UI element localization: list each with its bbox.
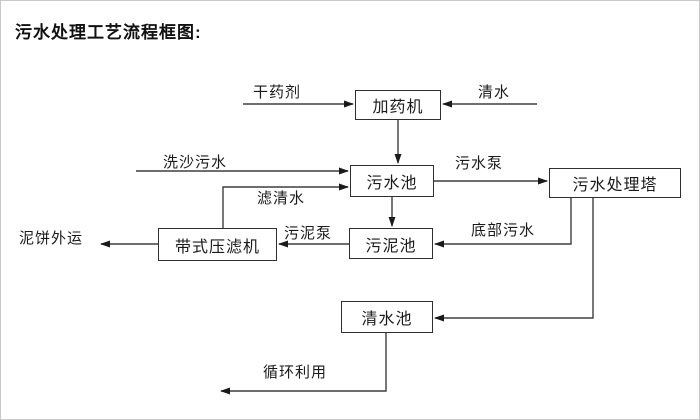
edge-tower-to-clean-water-pool [434, 198, 594, 322]
node-sewage-pool: 污水池 [350, 165, 434, 197]
label-filtered-water: 滤清水 [257, 190, 306, 207]
edge-clean-water-pool-to-recycle [220, 333, 387, 395]
edge-filtered-water-to-sewage-pool [222, 183, 349, 228]
label-sludge-pump: 污泥泵 [284, 225, 333, 242]
label-mud-cake-out: 泥饼外运 [19, 230, 84, 247]
node-dosing-machine: 加药机 [355, 90, 441, 120]
label-clean-water: 清水 [478, 84, 511, 101]
node-sewage-treatment-tower: 污水处理塔 [549, 168, 681, 198]
node-sludge-pool: 污泥池 [349, 228, 433, 259]
label-bottom-sewage: 底部污水 [471, 222, 536, 239]
label-sand-washing-sewage: 洗沙污水 [163, 154, 228, 171]
label-recycle-use: 循环利用 [263, 364, 328, 381]
node-belt-filter-press: 带式压滤机 [158, 228, 277, 261]
page-title: 污水处理工艺流程框图: [15, 23, 202, 42]
node-clean-water-pool: 清水池 [341, 301, 433, 333]
edge-tower-bottom-sewage-to-sludge-pool [434, 198, 572, 248]
label-sewage-pump: 污水泵 [455, 155, 504, 172]
label-dry-agent: 干药剂 [253, 84, 302, 101]
